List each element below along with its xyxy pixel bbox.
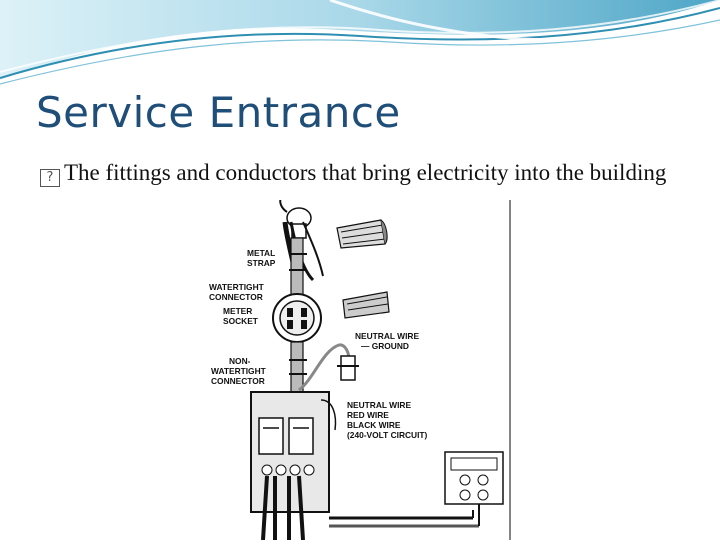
- label-watertight-connector: WATERTIGHT CONNECTOR: [209, 282, 265, 302]
- label-red-wire: RED WIRE: [347, 410, 389, 420]
- label-metal-strap: METAL STRAP: [247, 248, 276, 268]
- bullet-item: ?The fittings and conductors that bring …: [40, 158, 690, 187]
- conduit: [290, 237, 304, 297]
- label-neutral-wire: NEUTRAL WIRE: [347, 400, 411, 410]
- cable-cross-section-icon: [336, 219, 388, 249]
- box-bullet-icon: ?: [40, 169, 60, 187]
- label-black-wire: BLACK WIRE: [347, 420, 401, 430]
- label-watertight-line1: WATERTIGHT: [209, 282, 265, 292]
- label-metal-strap-line2: STRAP: [247, 258, 276, 268]
- branch-circuit-wires: [329, 500, 480, 528]
- label-watertight-line2: CONNECTOR: [209, 292, 263, 302]
- label-nonwatertight-line2: WATERTIGHT: [211, 366, 267, 376]
- label-neutral-ground-line1: NEUTRAL WIRE: [355, 331, 419, 341]
- label-meter-socket: METER SOCKET: [223, 306, 259, 326]
- conduit-lower: [290, 341, 304, 393]
- cable-cross-section-2-icon: [342, 291, 390, 319]
- label-neutral-ground: NEUTRAL WIRE — GROUND: [355, 331, 419, 351]
- label-meter-line2: SOCKET: [223, 316, 259, 326]
- bullet-text: The fittings and conductors that bring e…: [64, 160, 667, 185]
- decorative-wave-banner: [0, 0, 720, 85]
- label-nonwatertight-line3: CONNECTOR: [211, 376, 265, 386]
- receptacle-box-icon: [444, 451, 504, 505]
- meter-socket-icon: [272, 293, 322, 343]
- label-nonwatertight-line1: NON-: [229, 356, 251, 366]
- service-entrance-diagram: METAL STRAP WATERTIGHT CONNECTOR METER S…: [203, 197, 513, 541]
- label-circuit-wires: NEUTRAL WIRE RED WIRE BLACK WIRE (240-VO…: [347, 400, 428, 440]
- label-meter-line1: METER: [223, 306, 252, 316]
- slide-title: Service Entrance: [36, 88, 401, 137]
- ground-clamp-icon: [298, 343, 359, 392]
- diagram-illustration: METAL STRAP WATERTIGHT CONNECTOR METER S…: [203, 197, 513, 541]
- label-nonwatertight-connector: NON- WATERTIGHT CONNECTOR: [211, 356, 267, 386]
- label-neutral-ground-line2: — GROUND: [361, 341, 409, 351]
- service-panel-icon: [250, 391, 337, 541]
- label-metal-strap-line1: METAL: [247, 248, 275, 258]
- label-240v-circuit: (240-VOLT CIRCUIT): [347, 430, 428, 440]
